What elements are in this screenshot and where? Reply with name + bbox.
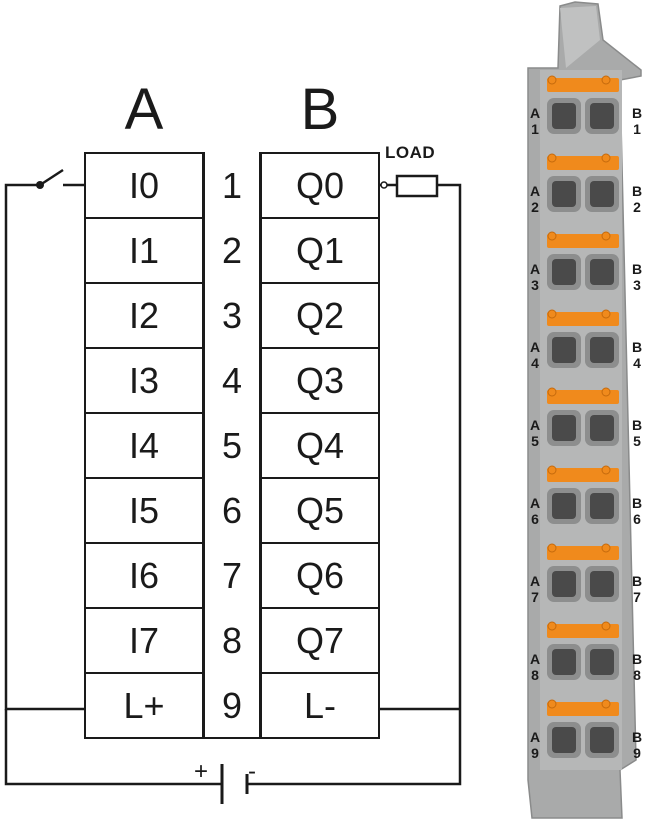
lever-tab [547, 387, 557, 397]
terminal-a-cell: I7 [84, 607, 204, 674]
wire-entry-hole-icon [552, 259, 576, 285]
terminal-b-cell: Q4 [260, 412, 380, 479]
terminal-number: 5 [221, 424, 243, 466]
column-b-header: B [300, 77, 340, 142]
terminal-number: 6 [221, 489, 243, 531]
terminal-number: 2 [221, 229, 243, 271]
lever-tab [601, 387, 611, 397]
terminal-a-cell: I5 [84, 477, 204, 544]
terminal-b-cell: Q0 [260, 152, 380, 219]
terminal-number: 4 [221, 359, 243, 401]
column-a-header: A [124, 77, 164, 142]
lever-tab [547, 231, 557, 241]
load-return-wire [247, 183, 462, 786]
terminal-a-cell: I3 [84, 347, 204, 414]
terminal-b-cell: Q6 [260, 542, 380, 609]
wire-entry-hole-icon [552, 493, 576, 519]
terminal-dot-icon [380, 181, 388, 189]
wire-entry-hole-icon [552, 103, 576, 129]
switch-icon [39, 168, 64, 187]
terminal-number: 3 [221, 294, 243, 336]
release-lever [547, 78, 619, 92]
lever-tab [547, 699, 557, 709]
lever-tab [601, 153, 611, 163]
lever-tab [601, 465, 611, 475]
lever-tab [547, 75, 557, 85]
battery-minus-label: - [248, 758, 256, 785]
wire-entry-hole-icon [590, 571, 614, 597]
wire-entry-hole-icon [590, 337, 614, 363]
switch-wire [4, 183, 84, 711]
lever-tab [601, 309, 611, 319]
terminal-a-cell: I0 [84, 152, 204, 219]
wire-entry-hole-icon [590, 415, 614, 441]
release-lever [547, 156, 619, 170]
wire-entry-hole-icon [590, 493, 614, 519]
load-label: LOAD [385, 143, 436, 162]
release-lever [547, 390, 619, 404]
wire-entry-hole-icon [552, 415, 576, 441]
terminal-number: 9 [221, 684, 243, 726]
lever-tab [547, 465, 557, 475]
lever-tab [601, 75, 611, 85]
switch-contact-icon [36, 181, 44, 189]
terminal-b-cell: Q1 [260, 217, 380, 284]
battery-left-wire [4, 709, 222, 786]
wire-entry-hole-icon [552, 337, 576, 363]
wire-entry-hole-icon [590, 103, 614, 129]
lever-tab [601, 231, 611, 241]
lever-tab [547, 309, 557, 319]
terminal-a-cell: I2 [84, 282, 204, 349]
wire-entry-hole-icon [552, 727, 576, 753]
terminal-number: 8 [221, 619, 243, 661]
release-lever [547, 234, 619, 248]
battery-plus-label: + [194, 758, 209, 785]
wire-entry-hole-icon [552, 181, 576, 207]
lever-tab [547, 621, 557, 631]
wire-entry-hole-icon [552, 649, 576, 675]
terminal-a-cell: L+ [84, 672, 204, 739]
terminal-block-latch [560, 6, 600, 68]
release-lever [547, 624, 619, 638]
terminal-b-cell: L- [260, 672, 380, 739]
release-lever [547, 312, 619, 326]
lever-tab [547, 153, 557, 163]
wire-entry-hole-icon [552, 571, 576, 597]
lever-tab [601, 543, 611, 553]
release-lever [547, 468, 619, 482]
load-icon [395, 174, 439, 198]
wire-entry-hole-icon [590, 649, 614, 675]
wire-entry-hole-icon [590, 727, 614, 753]
terminal-number: 1 [221, 164, 243, 206]
wire-entry-hole-icon [590, 181, 614, 207]
lever-tab [601, 699, 611, 709]
terminal-b-cell: Q5 [260, 477, 380, 544]
wire-entry-hole-icon [590, 259, 614, 285]
terminal-number: 7 [221, 554, 243, 596]
terminal-a-cell: I6 [84, 542, 204, 609]
release-lever [547, 546, 619, 560]
lever-tab [547, 543, 557, 553]
release-lever [547, 702, 619, 716]
lever-tab [601, 621, 611, 631]
battery-icon [220, 764, 249, 804]
